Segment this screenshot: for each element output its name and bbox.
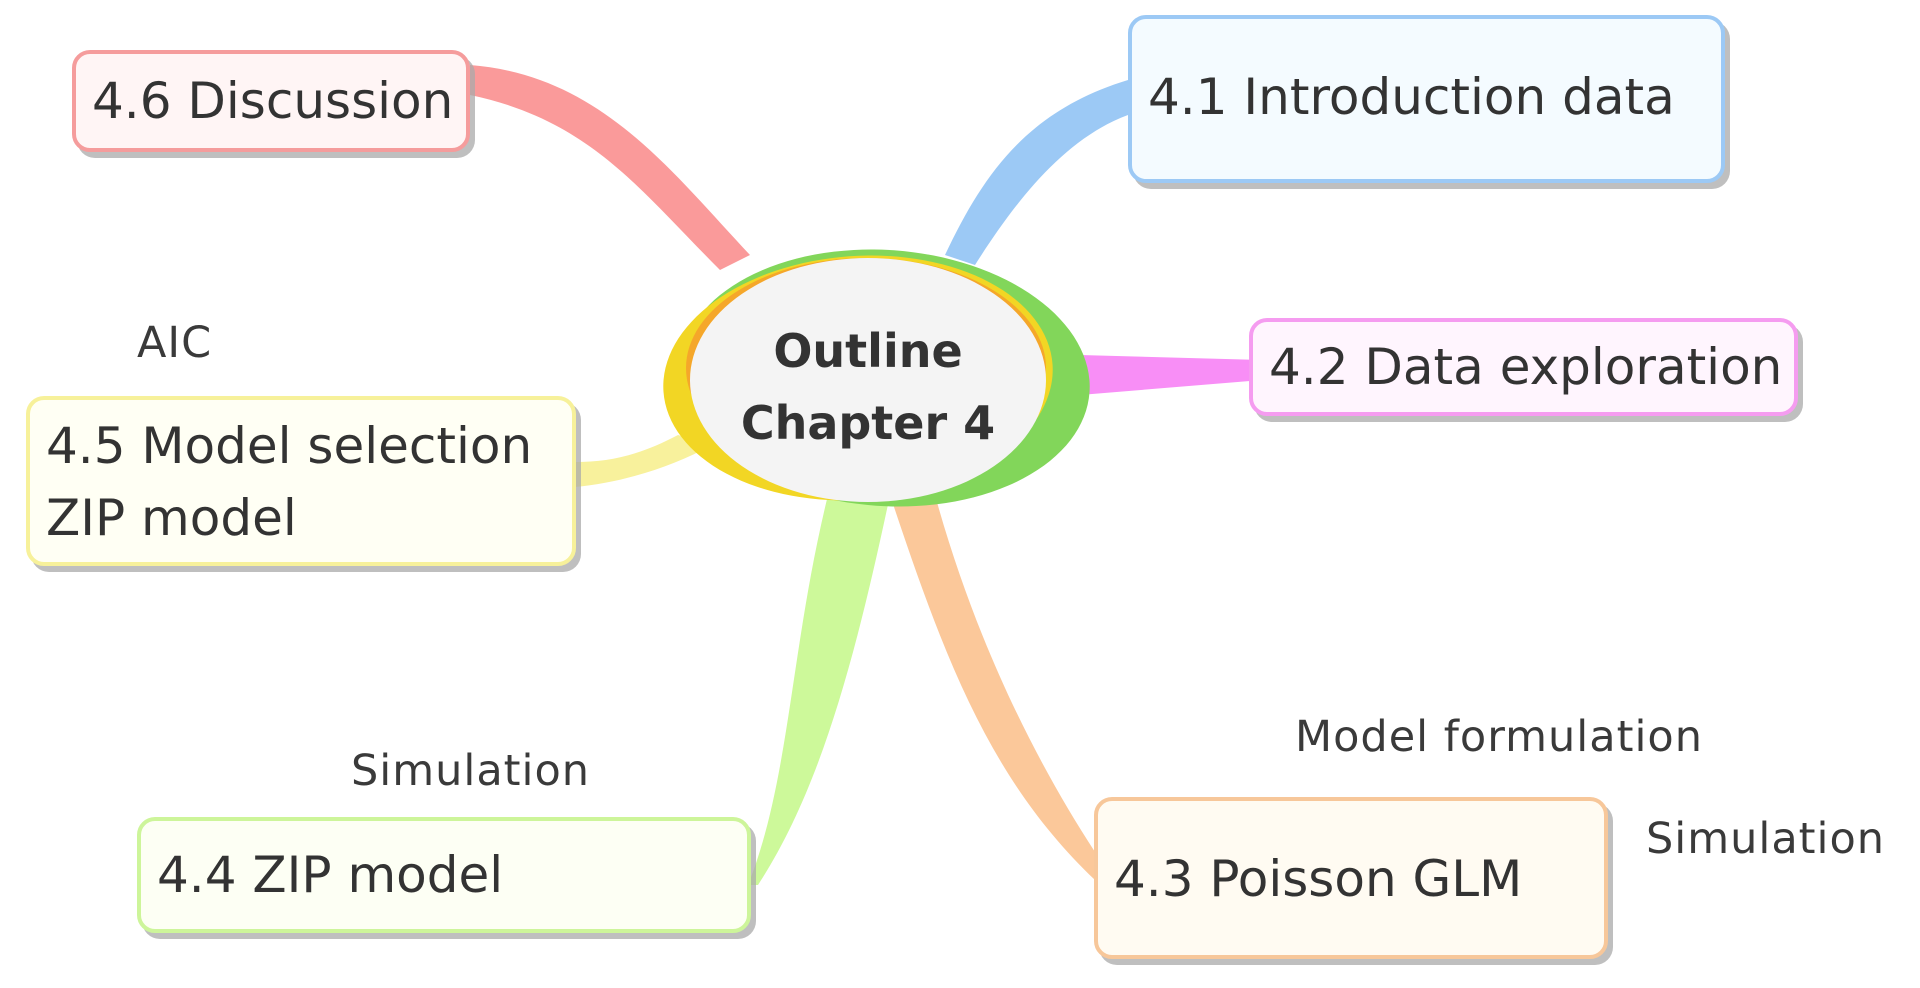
topic-4-3-poisson-glm[interactable]: 4.3 Poisson GLM (1094, 797, 1608, 959)
note-model-formulation: Model formulation (1295, 712, 1703, 762)
topic-4-4-label: 4.4 ZIP model (157, 846, 504, 904)
note-simulation-left: Simulation (351, 746, 591, 796)
topic-4-4-zip-model[interactable]: 4.4 ZIP model (137, 817, 751, 933)
topic-4-1-introduction-data[interactable]: 4.1 Introduction data (1128, 15, 1725, 183)
topic-4-5-line1: 4.5 Model selection (46, 417, 533, 475)
topic-4-2-label: 4.2 Data exploration (1269, 338, 1783, 396)
note-aic: AIC (137, 318, 213, 368)
connector-4-5 (575, 435, 712, 487)
topic-4-2-data-exploration[interactable]: 4.2 Data exploration (1249, 318, 1798, 416)
topic-4-1-label: 4.1 Introduction data (1148, 68, 1675, 126)
connector-4-2 (1080, 355, 1262, 395)
topic-4-5-line2: ZIP model (46, 489, 297, 547)
central-node-fill (690, 258, 1046, 502)
central-topic[interactable]: Outline Chapter 4 (718, 315, 1018, 459)
connector-4-4 (748, 495, 890, 885)
connector-4-1 (945, 80, 1128, 265)
topic-4-6-discussion[interactable]: 4.6 Discussion (72, 50, 470, 152)
note-simulation-right: Simulation (1646, 814, 1886, 864)
topic-4-5-model-selection[interactable]: 4.5 Model selection ZIP model (26, 396, 576, 566)
connector-4-3 (890, 495, 1095, 880)
central-topic-line2: Chapter 4 (740, 396, 996, 450)
topic-4-3-label: 4.3 Poisson GLM (1114, 850, 1523, 908)
topic-4-6-label: 4.6 Discussion (92, 72, 454, 130)
central-topic-line1: Outline (773, 324, 963, 378)
connector-4-6 (470, 65, 750, 270)
